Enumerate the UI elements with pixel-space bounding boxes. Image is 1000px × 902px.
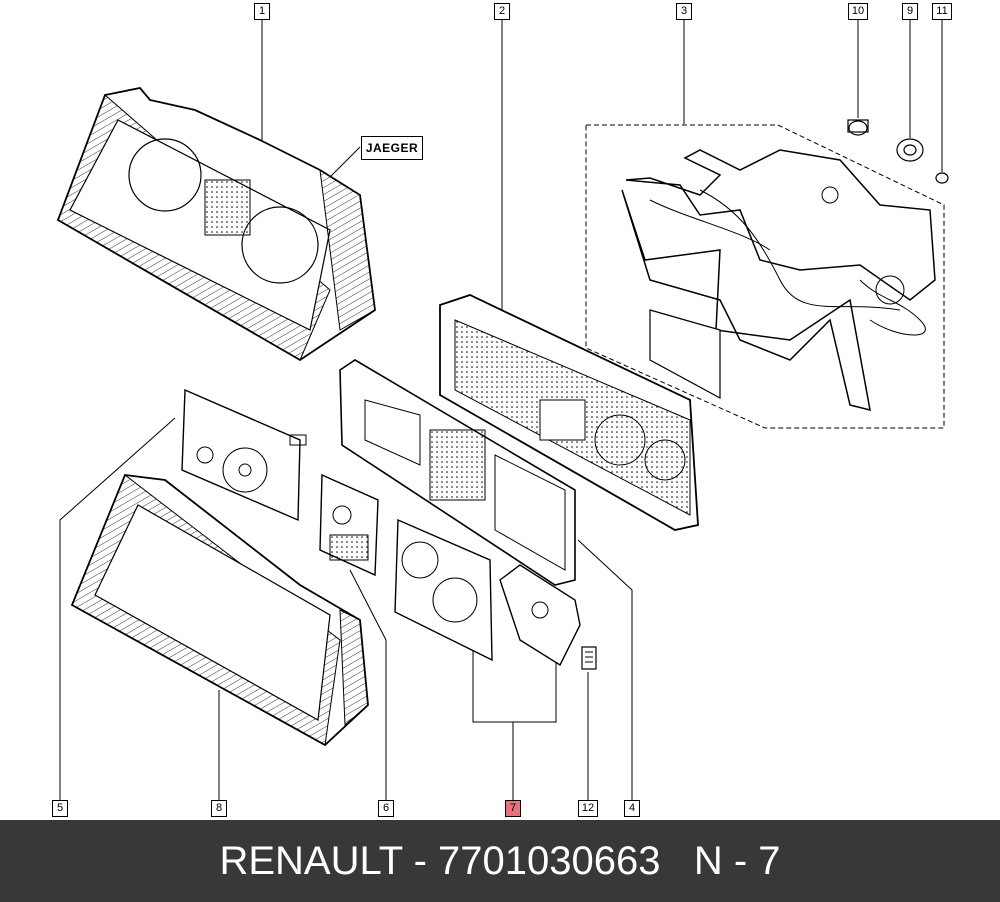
brand-label: JAEGER [361, 136, 423, 160]
callout-11: 11 [932, 3, 952, 20]
face-mask [339, 359, 576, 586]
instrument-housing [439, 294, 699, 531]
callout-10: 10 [848, 3, 868, 20]
leader-lines [59, 20, 943, 800]
connector [581, 646, 597, 670]
callout-3: 3 [676, 3, 692, 20]
callout-7-highlighted: 7 [505, 800, 521, 817]
callout-1: 1 [254, 3, 270, 20]
callout-6: 6 [378, 800, 394, 817]
exploded-parts-diagram [56, 20, 949, 800]
callout-2: 2 [494, 3, 510, 20]
callout-12: 12 [578, 800, 598, 817]
small-gauge [319, 473, 379, 577]
circuit-board-group [585, 124, 945, 429]
dial-face [181, 388, 307, 522]
callout-4: 4 [624, 800, 640, 817]
callout-8: 8 [211, 800, 227, 817]
small-parts [847, 119, 949, 184]
dial-with-board [394, 518, 581, 667]
part-number-footer: RENAULT - 7701030663 N - 7 [0, 820, 1000, 902]
callout-5: 5 [52, 800, 68, 817]
instrument-cluster-assembly [56, 87, 376, 362]
callout-9: 9 [902, 3, 918, 20]
lens [70, 474, 369, 747]
